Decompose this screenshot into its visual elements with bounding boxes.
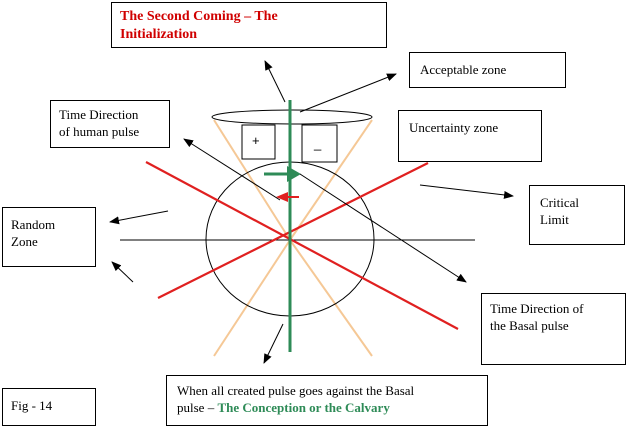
bottom-line-2-emphasis: The Conception or the Calvary xyxy=(217,400,390,415)
time-basal-line-1: Time Direction of xyxy=(490,301,584,316)
title-line-1: The Second Coming – The xyxy=(120,9,278,24)
arrow-random-zone-lower xyxy=(111,261,134,283)
critical-limit-lines xyxy=(145,161,459,330)
bottom-line-2-prefix: pulse – xyxy=(177,400,218,415)
arrow-bottom xyxy=(263,323,284,364)
basal-pulse-arrow xyxy=(264,166,301,182)
human-pulse-arrow xyxy=(276,192,299,202)
figure-label-box: Fig - 14 xyxy=(2,388,96,426)
uncertainty-zone-label: Uncertainty zone xyxy=(409,120,499,135)
bottom-line-2: pulse – The Conception or the Calvary xyxy=(177,399,477,416)
arrow-critical-limit xyxy=(419,184,514,199)
arrow-random-zone-upper xyxy=(109,210,169,225)
cone-lines xyxy=(213,119,373,357)
random-line-1: Random xyxy=(11,217,56,232)
acceptable-zone-box: Acceptable zone xyxy=(409,52,566,88)
acceptable-zone-ellipse xyxy=(211,109,373,125)
title-line-2: Initialization xyxy=(120,27,198,42)
random-zone-box: Random Zone xyxy=(2,207,96,267)
acceptable-zone-label: Acceptable zone xyxy=(420,62,507,77)
minus-box xyxy=(301,124,338,163)
time-direction-basal-box: Time Direction of the Basal pulse xyxy=(481,293,626,365)
minus-sign: _ xyxy=(314,136,322,151)
critical-line-2: Limit xyxy=(540,212,569,227)
time-basal-line-2: the Basal pulse xyxy=(490,318,569,333)
time-human-line-2: of human pulse xyxy=(59,124,140,139)
uncertainty-zone-box: Uncertainty zone xyxy=(398,110,542,162)
random-line-2: Zone xyxy=(11,234,38,249)
time-direction-human-box: Time Direction of human pulse xyxy=(50,100,170,148)
critical-line-1: Critical xyxy=(540,195,579,210)
arrow-to-acceptable-zone xyxy=(299,73,397,113)
plus-sign: + xyxy=(252,133,260,148)
cone-line-upper-left xyxy=(213,119,291,241)
time-human-line-1: Time Direction xyxy=(59,107,139,122)
cone-line-lower-left xyxy=(213,239,291,357)
arrow-time-human xyxy=(183,138,281,201)
arrow-to-title xyxy=(264,60,286,103)
title-box: The Second Coming – The Initialization xyxy=(111,2,387,48)
critical-line-descending xyxy=(145,161,459,330)
bottom-line-1: When all created pulse goes against the … xyxy=(177,383,415,398)
critical-limit-box: Critical Limit xyxy=(529,185,625,245)
figure-label: Fig - 14 xyxy=(11,398,53,413)
pointer-arrows xyxy=(109,60,514,364)
cone-line-lower-right xyxy=(289,239,373,357)
conception-calvary-box: When all created pulse goes against the … xyxy=(166,375,488,426)
arrow-time-basal xyxy=(299,173,467,283)
plus-box xyxy=(241,124,276,160)
cone-line-upper-right xyxy=(289,119,373,241)
critical-line-ascending xyxy=(157,162,429,299)
